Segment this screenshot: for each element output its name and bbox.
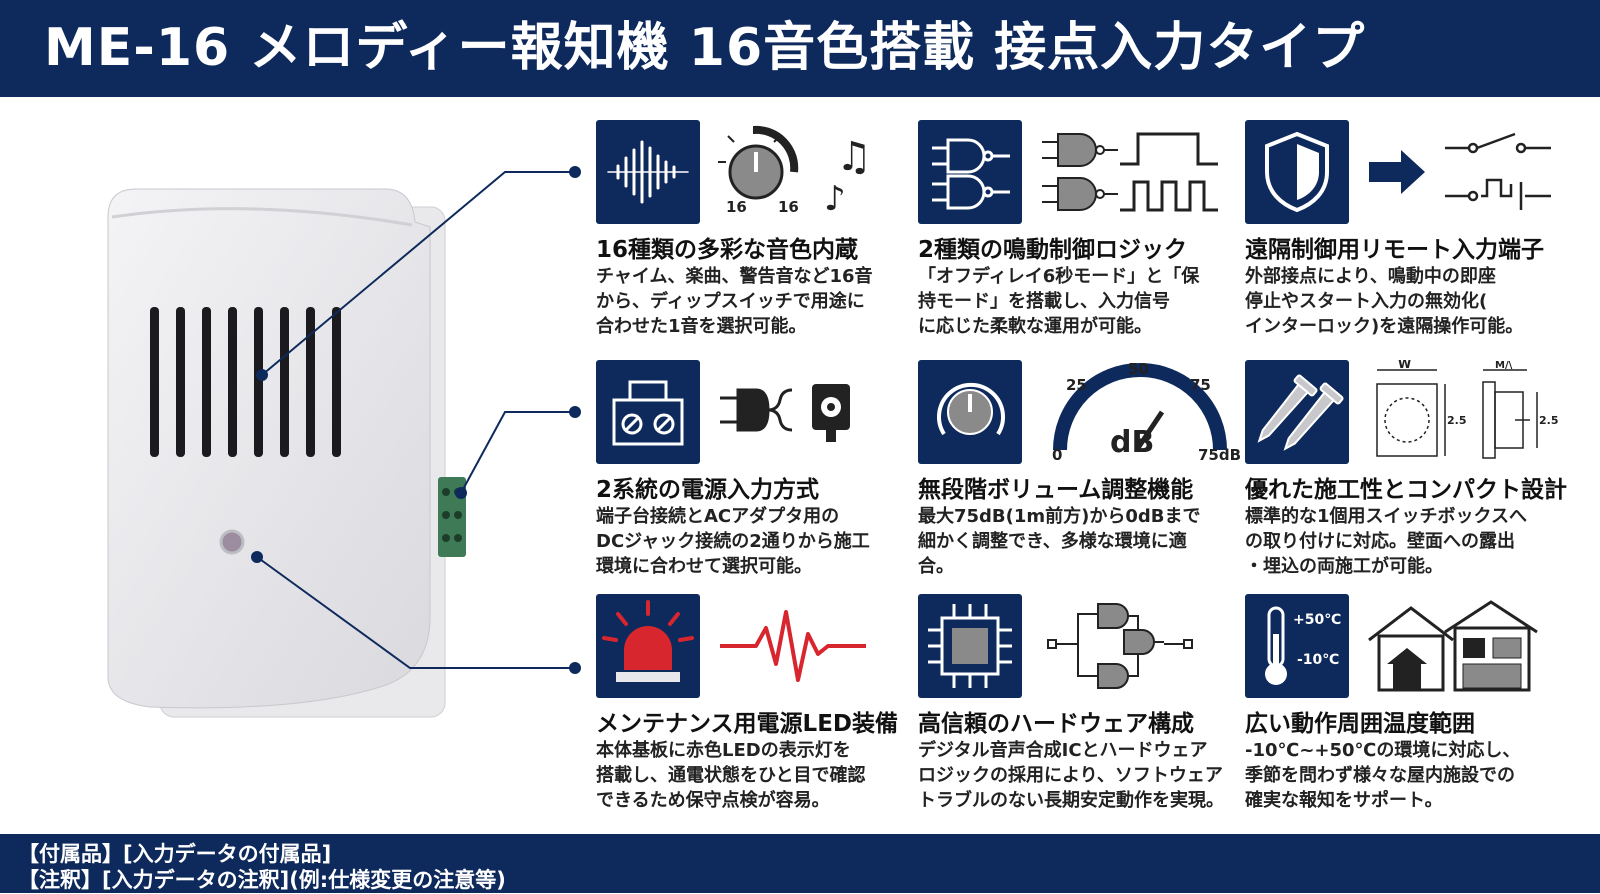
feature-description: 本体基板に赤色LEDの表示灯を 搭載し、通電状態をひと目で確認 できるため保守点…: [596, 740, 866, 811]
buildings-icon: [1365, 594, 1575, 698]
feature-description: 標準的な1個用スイッチボックスへ の取り付けに対応。壁面への露出 ・埋込の両施工…: [1245, 506, 1527, 577]
footer-banner: [0, 834, 1600, 893]
page-title: ME-16 メロディー報知機 16音色搭載 接点入力タイプ: [44, 18, 1366, 78]
volume-knob-icon: [918, 360, 1022, 464]
feature-description: 外部接点により、鳴動中の即座 停止やスタート入力の無効化( インターロック)を遠…: [1245, 266, 1524, 337]
feature-title: 高信頼のハードウェア構成: [918, 711, 1194, 737]
feature-installation: W M/\ 2.5 2.5 優れた施工性とコンパクト設計 標準的な1個用スイッチ…: [1245, 360, 1567, 590]
shield-icon: [1245, 120, 1349, 224]
feature-title: 広い動作周囲温度範囲: [1245, 711, 1475, 737]
feature-temperature: +50℃ -10℃ 広い動作周囲温度範囲 -10℃~+50℃の環境に対応し、 季…: [1245, 594, 1565, 824]
feature-control-logic: 2種類の鳴動制御ロジック 「オフディレイ6秒モード」と「保 持モード」を搭載し、…: [918, 120, 1238, 350]
dimension-drawing-icon: W M/\ 2.5 2.5: [1365, 360, 1575, 464]
feature-title: 無段階ボリューム調整機能: [918, 477, 1194, 503]
db-tick-50: 50: [1128, 360, 1149, 378]
feature-title: 2系統の電源入力方式: [596, 477, 820, 503]
footnote-notes: 【注釈】[入力データの注釈](例:仕様変更の注意等): [18, 868, 506, 892]
feature-description: デジタル音声合成ICとハードウェア ロジックの採用により、ソフトウェア トラブル…: [918, 740, 1224, 811]
dial-label-max: 16: [778, 198, 799, 216]
feature-volume: 0 25 50 75 dB 75dB 無段階ボリューム調整機能 最大75dB(1…: [918, 360, 1241, 590]
screws-icon: [1245, 360, 1349, 464]
dial-and-notes-icon: 16 16 ♫ ♪: [716, 120, 926, 224]
chip-icon: [918, 594, 1022, 698]
thermometer-icon: +50℃ -10℃: [1245, 594, 1349, 698]
feature-title: 16種類の多彩な音色内蔵: [596, 237, 859, 263]
gates-and-pulse-icon: [1038, 120, 1248, 224]
db-meter-icon: 0 25 50 75 dB 75dB: [1038, 360, 1248, 464]
heartbeat-icon: [716, 594, 926, 698]
feature-description: 端子台接続とACアダプタ用の DCジャック接続の2通りから施工 環境に合わせて選…: [596, 506, 870, 577]
terminal-block-icon: [596, 360, 700, 464]
feature-led: メンテナンス用電源LED装備 本体基板に赤色LEDの表示灯を 搭載し、通電状態を…: [596, 594, 916, 824]
feature-sound-variety: 16 16 ♫ ♪ 16種類の多彩な音色内蔵 チャイム、楽曲、警告音など16音 …: [596, 120, 916, 350]
svg-text:♪: ♪: [824, 179, 846, 219]
feature-description: 最大75dB(1m前方)から0dBまで 細かく調整でき、多様な環境に適 合。: [918, 506, 1201, 577]
logic-circuit-icon: [1038, 594, 1248, 698]
dim-h: 2.5: [1447, 414, 1467, 427]
feature-power-input: 2系統の電源入力方式 端子台接続とACアダプタ用の DCジャック接続の2通りから…: [596, 360, 916, 590]
db-max: 75dB: [1198, 446, 1241, 464]
feature-title: 遠隔制御用リモート入力端子: [1245, 237, 1544, 263]
waveform-icon: [596, 120, 700, 224]
svg-text:♫: ♫: [836, 134, 872, 180]
feature-description: -10℃~+50℃の環境に対応し、 季節を問わず様々な屋内施設での 確実な報知を…: [1245, 740, 1521, 811]
feature-title: 優れた施工性とコンパクト設計: [1245, 477, 1567, 503]
feature-description: チャイム、楽曲、警告音など16音 から、ディップスイッチで用途に 合わせた1音を…: [596, 266, 873, 337]
feature-remote-input: 遠隔制御用リモート入力端子 外部接点により、鳴動中の即座 停止やスタート入力の無…: [1245, 120, 1565, 350]
footnote-accessories: 【付属品】[入力データの付属品]: [18, 842, 332, 866]
temp-min: -10℃: [1297, 652, 1339, 668]
feature-description: 「オフディレイ6秒モード」と「保 持モード」を搭載し、入力信号 に応じた柔軟な運…: [918, 266, 1200, 337]
feature-hardware: 高信頼のハードウェア構成 デジタル音声合成ICとハードウェア ロジックの採用によ…: [918, 594, 1238, 824]
plug-and-jack-icon: [716, 360, 926, 464]
db-tick-75: 75: [1190, 376, 1211, 394]
product-image: [0, 97, 600, 834]
db-tick-25: 25: [1066, 376, 1087, 394]
dim-w: W: [1398, 360, 1411, 371]
feature-title: 2種類の鳴動制御ロジック: [918, 237, 1188, 263]
dim-h2: 2.5: [1539, 414, 1559, 427]
temp-max: +50℃: [1293, 612, 1341, 628]
dim-depth: M/\: [1495, 360, 1513, 371]
switch-arrow-icon: [1365, 120, 1575, 224]
feature-title: メンテナンス用電源LED装備: [596, 711, 898, 737]
alarm-light-icon: [596, 594, 700, 698]
db-unit: dB: [1110, 425, 1154, 460]
dial-label-min: 16: [726, 198, 747, 216]
logic-gate-icon: [918, 120, 1022, 224]
db-tick-0: 0: [1052, 446, 1062, 464]
header-banner: ME-16 メロディー報知機 16音色搭載 接点入力タイプ: [0, 0, 1600, 97]
